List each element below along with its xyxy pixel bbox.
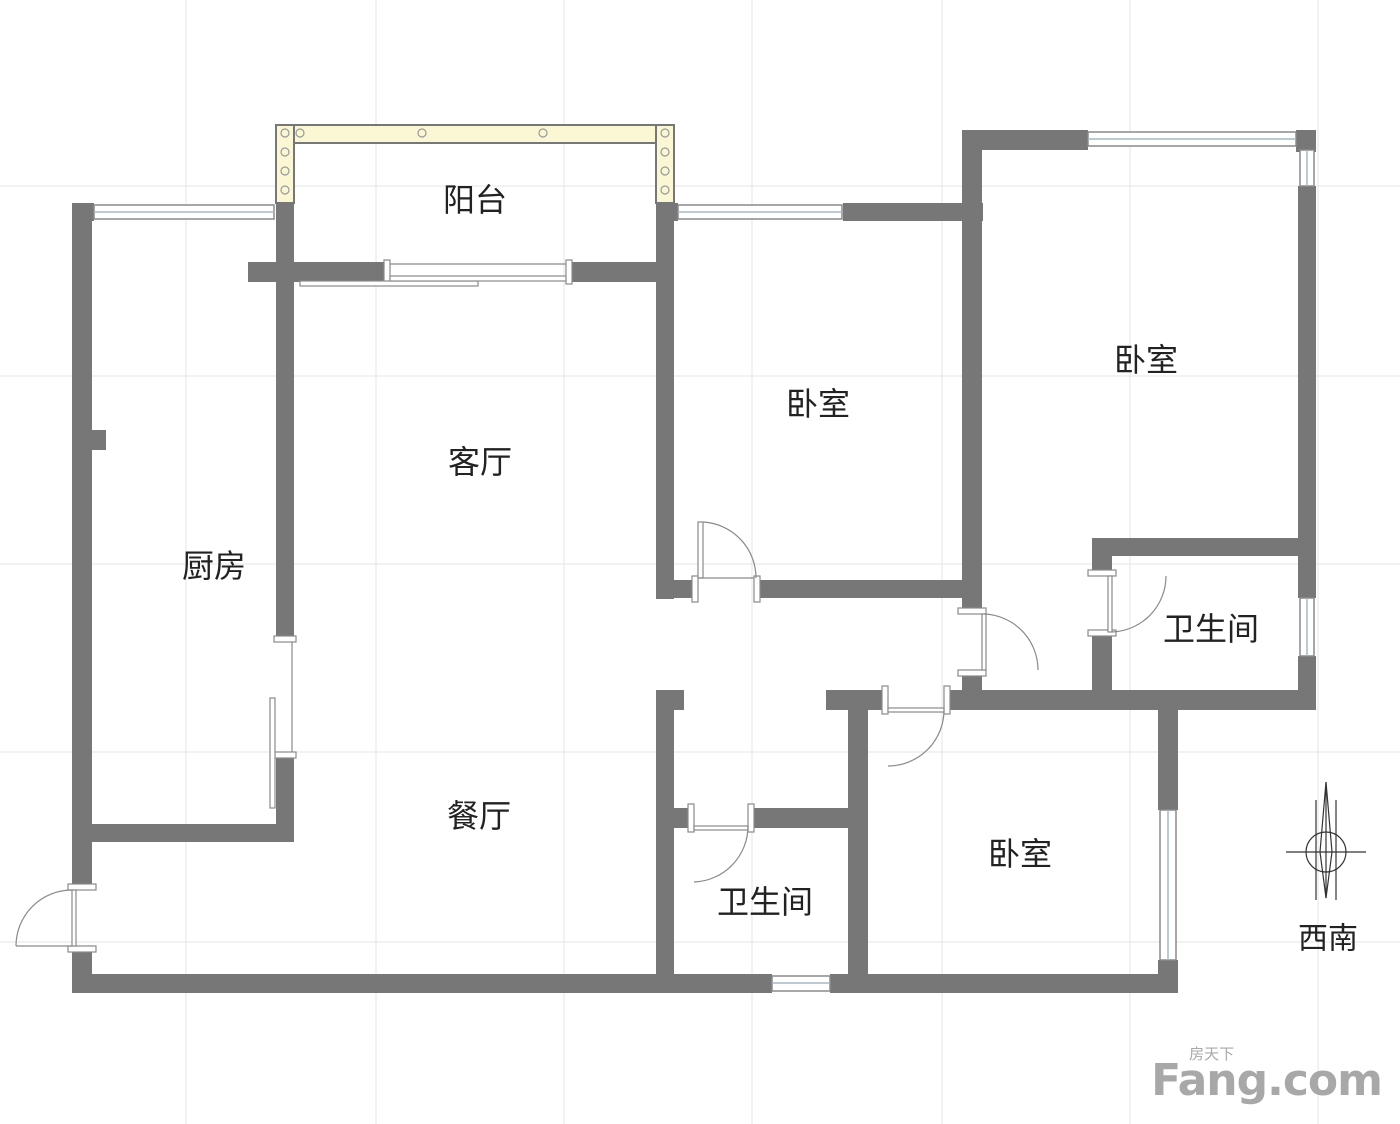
wall <box>72 203 92 888</box>
wall <box>92 430 106 450</box>
label-bedroom-bottom: 卧室 <box>988 835 1052 873</box>
watermark-chinese: 房天下 <box>1189 1045 1235 1063</box>
wall <box>72 824 294 842</box>
wall <box>656 690 684 710</box>
wall <box>656 203 674 599</box>
door-bottom-bathroom <box>687 803 755 883</box>
label-bedroom-right: 卧室 <box>1114 341 1178 379</box>
label-living-room: 客厅 <box>448 443 512 481</box>
wall <box>752 808 868 828</box>
sliding-door-balcony <box>299 259 573 287</box>
wall <box>843 203 983 221</box>
wall <box>72 203 94 221</box>
label-bedroom-middle: 卧室 <box>786 385 850 423</box>
walls <box>72 125 1316 993</box>
wall <box>962 130 1088 150</box>
window-right-bedroom-top <box>1087 131 1297 147</box>
window-kitchen-top <box>93 204 275 220</box>
window-bathroom-right <box>1299 597 1315 657</box>
label-balcony: 阳台 <box>443 181 507 219</box>
door-middle-bedroom <box>691 521 761 603</box>
wall <box>276 756 294 842</box>
wall <box>656 580 694 598</box>
wall <box>276 203 294 639</box>
wall <box>1158 690 1178 810</box>
watermark-logo: 房天下 Fang.com <box>1151 1045 1383 1106</box>
window-bottom-bedroom <box>1159 809 1177 961</box>
wall <box>656 203 678 221</box>
wall <box>656 808 692 828</box>
door-right-bedroom <box>957 607 1039 677</box>
window-right-bedroom-side <box>1299 149 1315 187</box>
wall <box>946 690 1316 710</box>
sliding-door-kitchen <box>269 635 297 809</box>
door-right-bathroom <box>1087 569 1167 637</box>
label-bathroom-bottom: 卫生间 <box>717 883 813 921</box>
wall <box>1298 186 1316 598</box>
wall <box>830 974 1178 993</box>
wall <box>72 974 772 993</box>
watermark-brand: Fang.com <box>1151 1055 1383 1106</box>
compass-icon <box>1286 781 1366 900</box>
wall <box>570 262 674 282</box>
balcony-railing <box>275 124 675 204</box>
wall <box>1092 538 1316 556</box>
window-middle-bedroom-top <box>677 204 843 220</box>
label-bathroom-right: 卫生间 <box>1163 610 1259 648</box>
wall <box>656 690 674 993</box>
windows <box>93 131 1315 992</box>
wall <box>248 262 386 282</box>
window-bathroom-bottom <box>771 975 831 992</box>
label-dining-room: 餐厅 <box>447 797 511 835</box>
door-bottom-bedroom <box>881 685 951 767</box>
wall <box>848 690 868 993</box>
label-kitchen: 厨房 <box>182 547 246 585</box>
wall <box>1092 538 1112 572</box>
wall <box>962 130 982 610</box>
compass-orientation: 西南 <box>1298 922 1358 957</box>
door-entrance <box>15 883 97 953</box>
wall <box>1296 130 1316 152</box>
wall <box>760 580 982 598</box>
